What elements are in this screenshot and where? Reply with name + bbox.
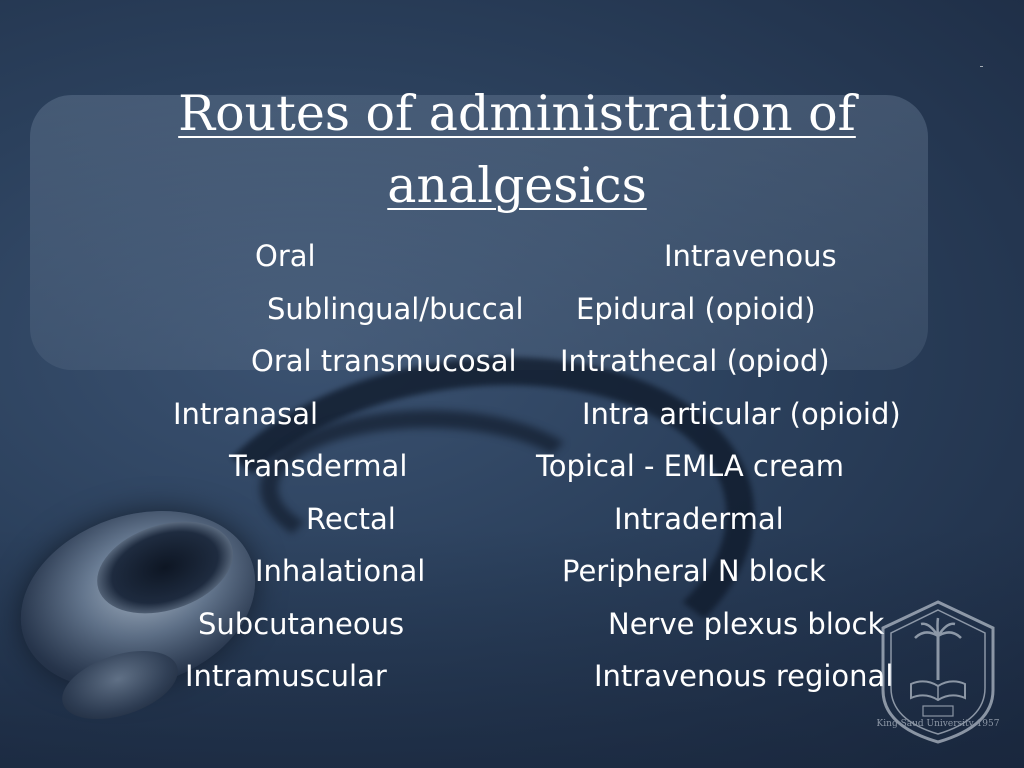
route-topical-emla: Topical - EMLA cream bbox=[536, 449, 844, 483]
title-line-2: analgesics bbox=[387, 157, 647, 214]
route-nerve-plexus-block: Nerve plexus block bbox=[608, 607, 885, 641]
slide-title: Routes of administration of analgesics bbox=[120, 78, 914, 222]
route-inhalational: Inhalational bbox=[255, 554, 426, 588]
route-oral-transmucosal: Oral transmucosal bbox=[251, 344, 517, 378]
route-intra-articular: Intra articular (opioid) bbox=[582, 397, 901, 431]
university-emblem-icon: King Saud University 1957 bbox=[877, 600, 999, 744]
background-shade bbox=[0, 528, 1024, 768]
route-intravenous: Intravenous bbox=[664, 239, 837, 273]
route-intravenous-regional: Intravenous regional bbox=[594, 659, 894, 693]
route-intranasal: Intranasal bbox=[173, 397, 319, 431]
route-rectal: Rectal bbox=[306, 502, 396, 536]
route-subcutaneous: Subcutaneous bbox=[198, 607, 405, 641]
title-panel bbox=[30, 95, 928, 370]
corner-mark bbox=[980, 66, 983, 67]
route-intramuscular: Intramuscular bbox=[185, 659, 387, 693]
svg-text:King Saud University 1957: King Saud University 1957 bbox=[877, 719, 999, 729]
route-epidural: Epidural (opioid) bbox=[576, 292, 816, 326]
route-intrathecal: Intrathecal (opiod) bbox=[560, 344, 830, 378]
route-oral: Oral bbox=[255, 239, 316, 273]
route-sublingual-buccal: Sublingual/buccal bbox=[267, 292, 524, 326]
route-transdermal: Transdermal bbox=[229, 449, 408, 483]
title-line-1: Routes of administration of bbox=[178, 85, 856, 142]
route-peripheral-n-block: Peripheral N block bbox=[562, 554, 826, 588]
route-intradermal: Intradermal bbox=[614, 502, 784, 536]
